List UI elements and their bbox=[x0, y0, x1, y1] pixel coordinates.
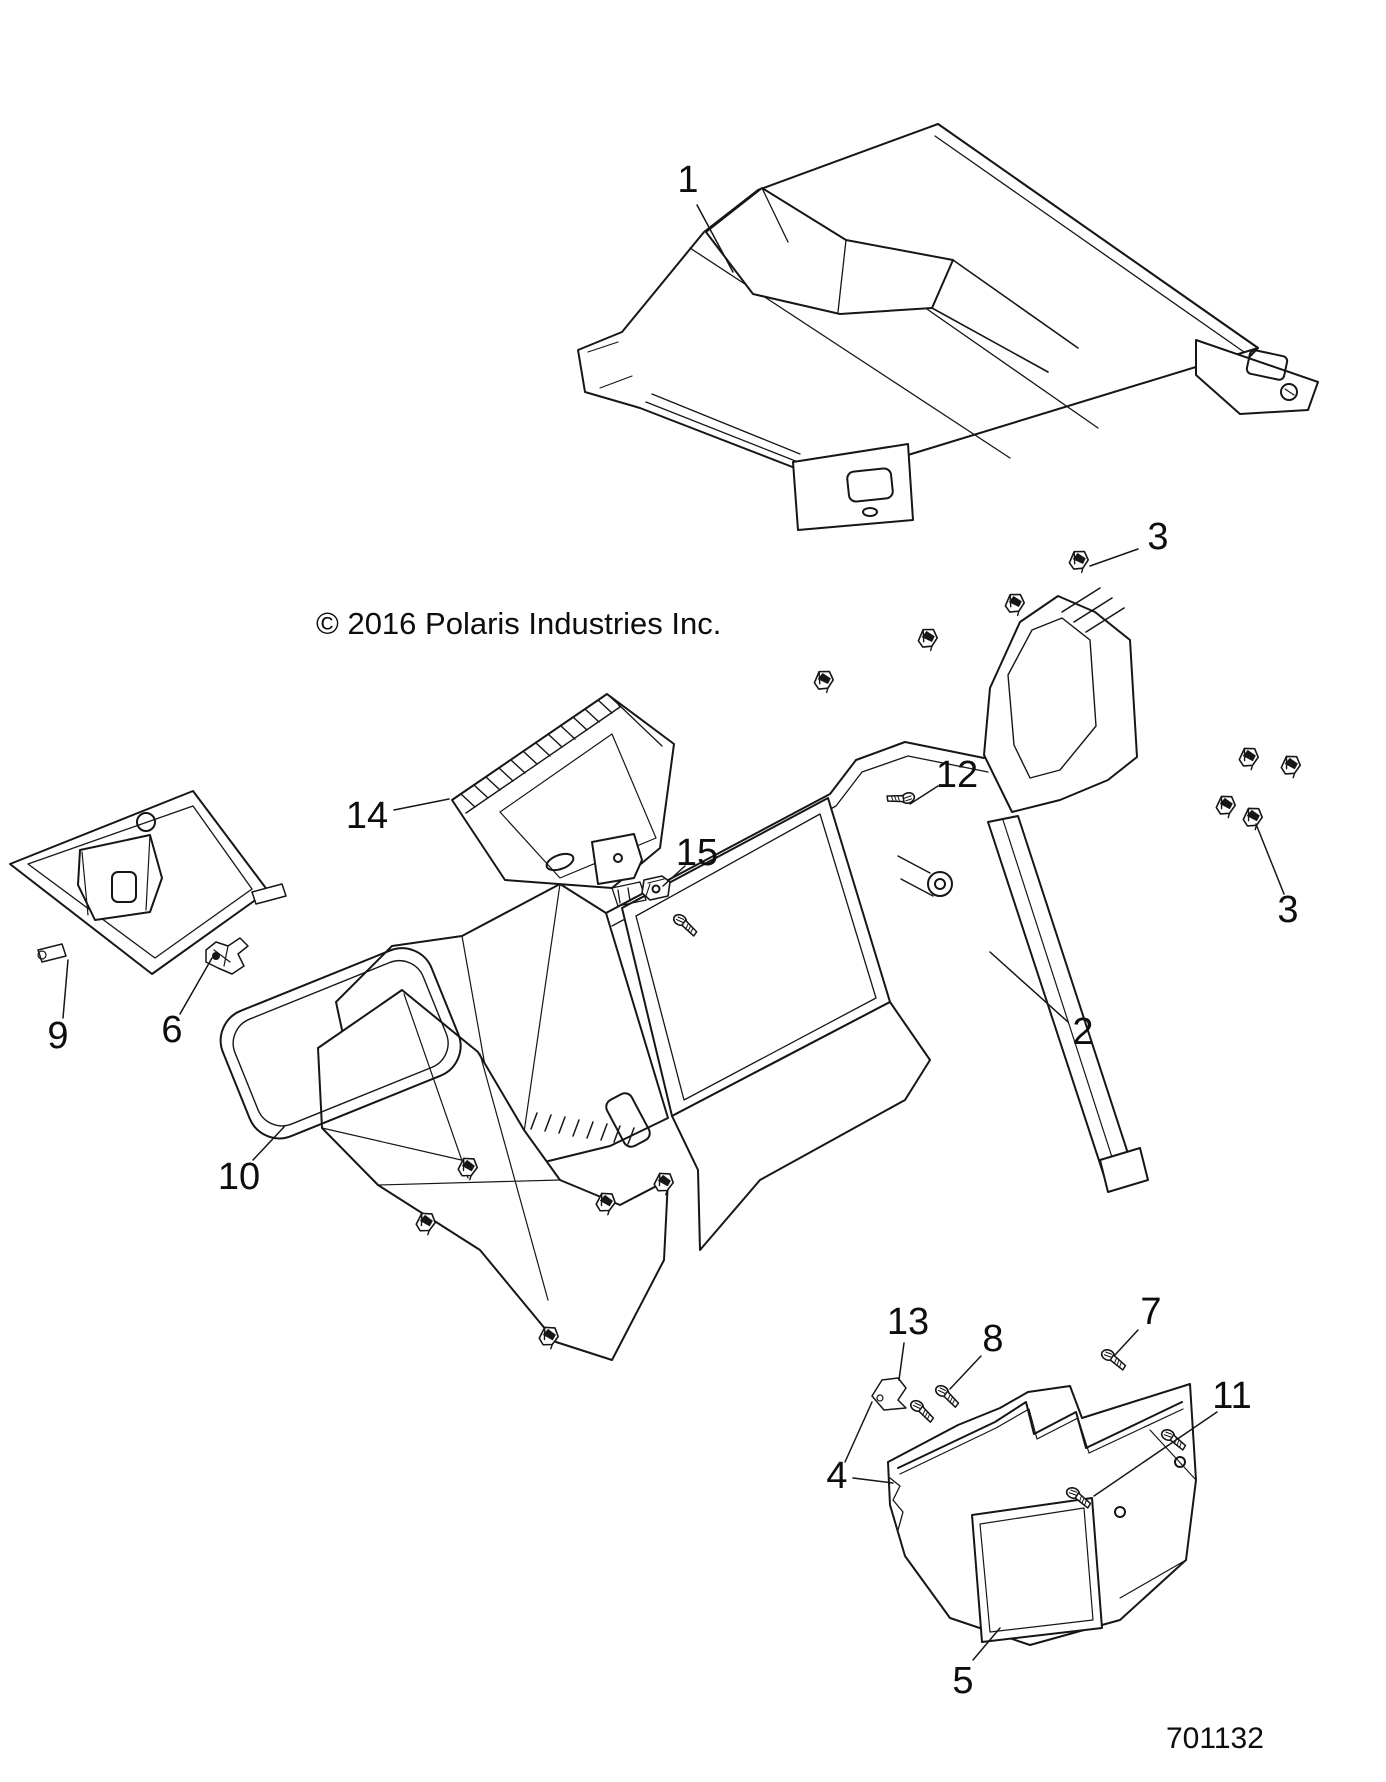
callout-12: 12 bbox=[935, 754, 979, 796]
bolt-part-12 bbox=[885, 786, 917, 811]
screw-part-8b bbox=[906, 1397, 939, 1424]
storage-bin-part-14 bbox=[451, 693, 675, 907]
glovebox-door-part-9 bbox=[9, 790, 287, 975]
callout-8: 8 bbox=[982, 1318, 1004, 1360]
drawing-number: 701132 bbox=[1166, 1722, 1264, 1755]
callout-2: 2 bbox=[1072, 1011, 1094, 1053]
inner-box-part-4 bbox=[897, 1401, 1184, 1643]
callout-5: 5 bbox=[952, 1660, 974, 1702]
callout-1: 1 bbox=[677, 159, 699, 201]
callout-11: 11 bbox=[1212, 1375, 1252, 1417]
callout-6: 6 bbox=[161, 1009, 183, 1051]
callout-4: 4 bbox=[826, 1455, 848, 1497]
callout-14: 14 bbox=[345, 795, 389, 837]
copyright-text: © 2016 Polaris Industries Inc. bbox=[316, 606, 722, 641]
callout-7: 7 bbox=[1140, 1291, 1162, 1333]
screw-part-8 bbox=[931, 1382, 964, 1409]
dash-frame-part-2 bbox=[317, 587, 1149, 1361]
callout-10: 10 bbox=[217, 1156, 261, 1198]
callout-3-right: 3 bbox=[1277, 889, 1299, 931]
callout-3-upper: 3 bbox=[1147, 516, 1169, 558]
hood-part-1 bbox=[577, 123, 1319, 531]
callout-13: 13 bbox=[886, 1301, 930, 1343]
latch-part-6 bbox=[205, 937, 249, 975]
nut-part-15 bbox=[641, 875, 671, 901]
leader-lines bbox=[62, 204, 1285, 1661]
seal-part-10 bbox=[219, 947, 462, 1140]
bracket-part-13 bbox=[871, 1377, 907, 1411]
callout-15: 15 bbox=[675, 832, 719, 874]
callout-9: 9 bbox=[47, 1015, 69, 1057]
screw-part-7 bbox=[1097, 1347, 1130, 1372]
